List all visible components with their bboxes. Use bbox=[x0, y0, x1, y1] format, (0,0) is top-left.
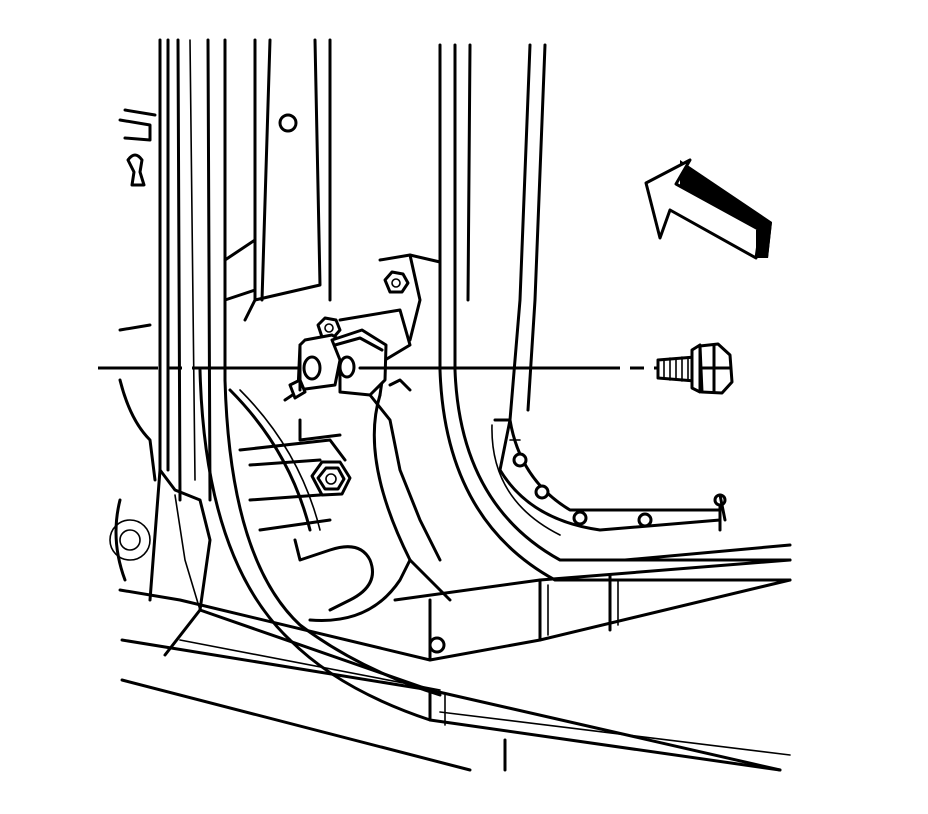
upper-nut bbox=[316, 270, 410, 340]
panel-hole bbox=[428, 636, 446, 654]
direction-arrow-icon bbox=[644, 158, 772, 260]
pillar bbox=[223, 38, 332, 382]
bolt-icon bbox=[656, 342, 734, 395]
wire-harness bbox=[198, 368, 442, 722]
wheelhouse bbox=[438, 43, 792, 582]
wheelhouse-hole bbox=[512, 452, 528, 468]
left-structure bbox=[109, 38, 212, 612]
keyhole-slot bbox=[126, 153, 146, 187]
pillar-hole bbox=[278, 113, 298, 133]
floor-sill bbox=[120, 608, 791, 772]
mounting-bracket bbox=[238, 253, 452, 622]
bolt-clip bbox=[288, 328, 388, 400]
hex-nut bbox=[310, 460, 352, 497]
